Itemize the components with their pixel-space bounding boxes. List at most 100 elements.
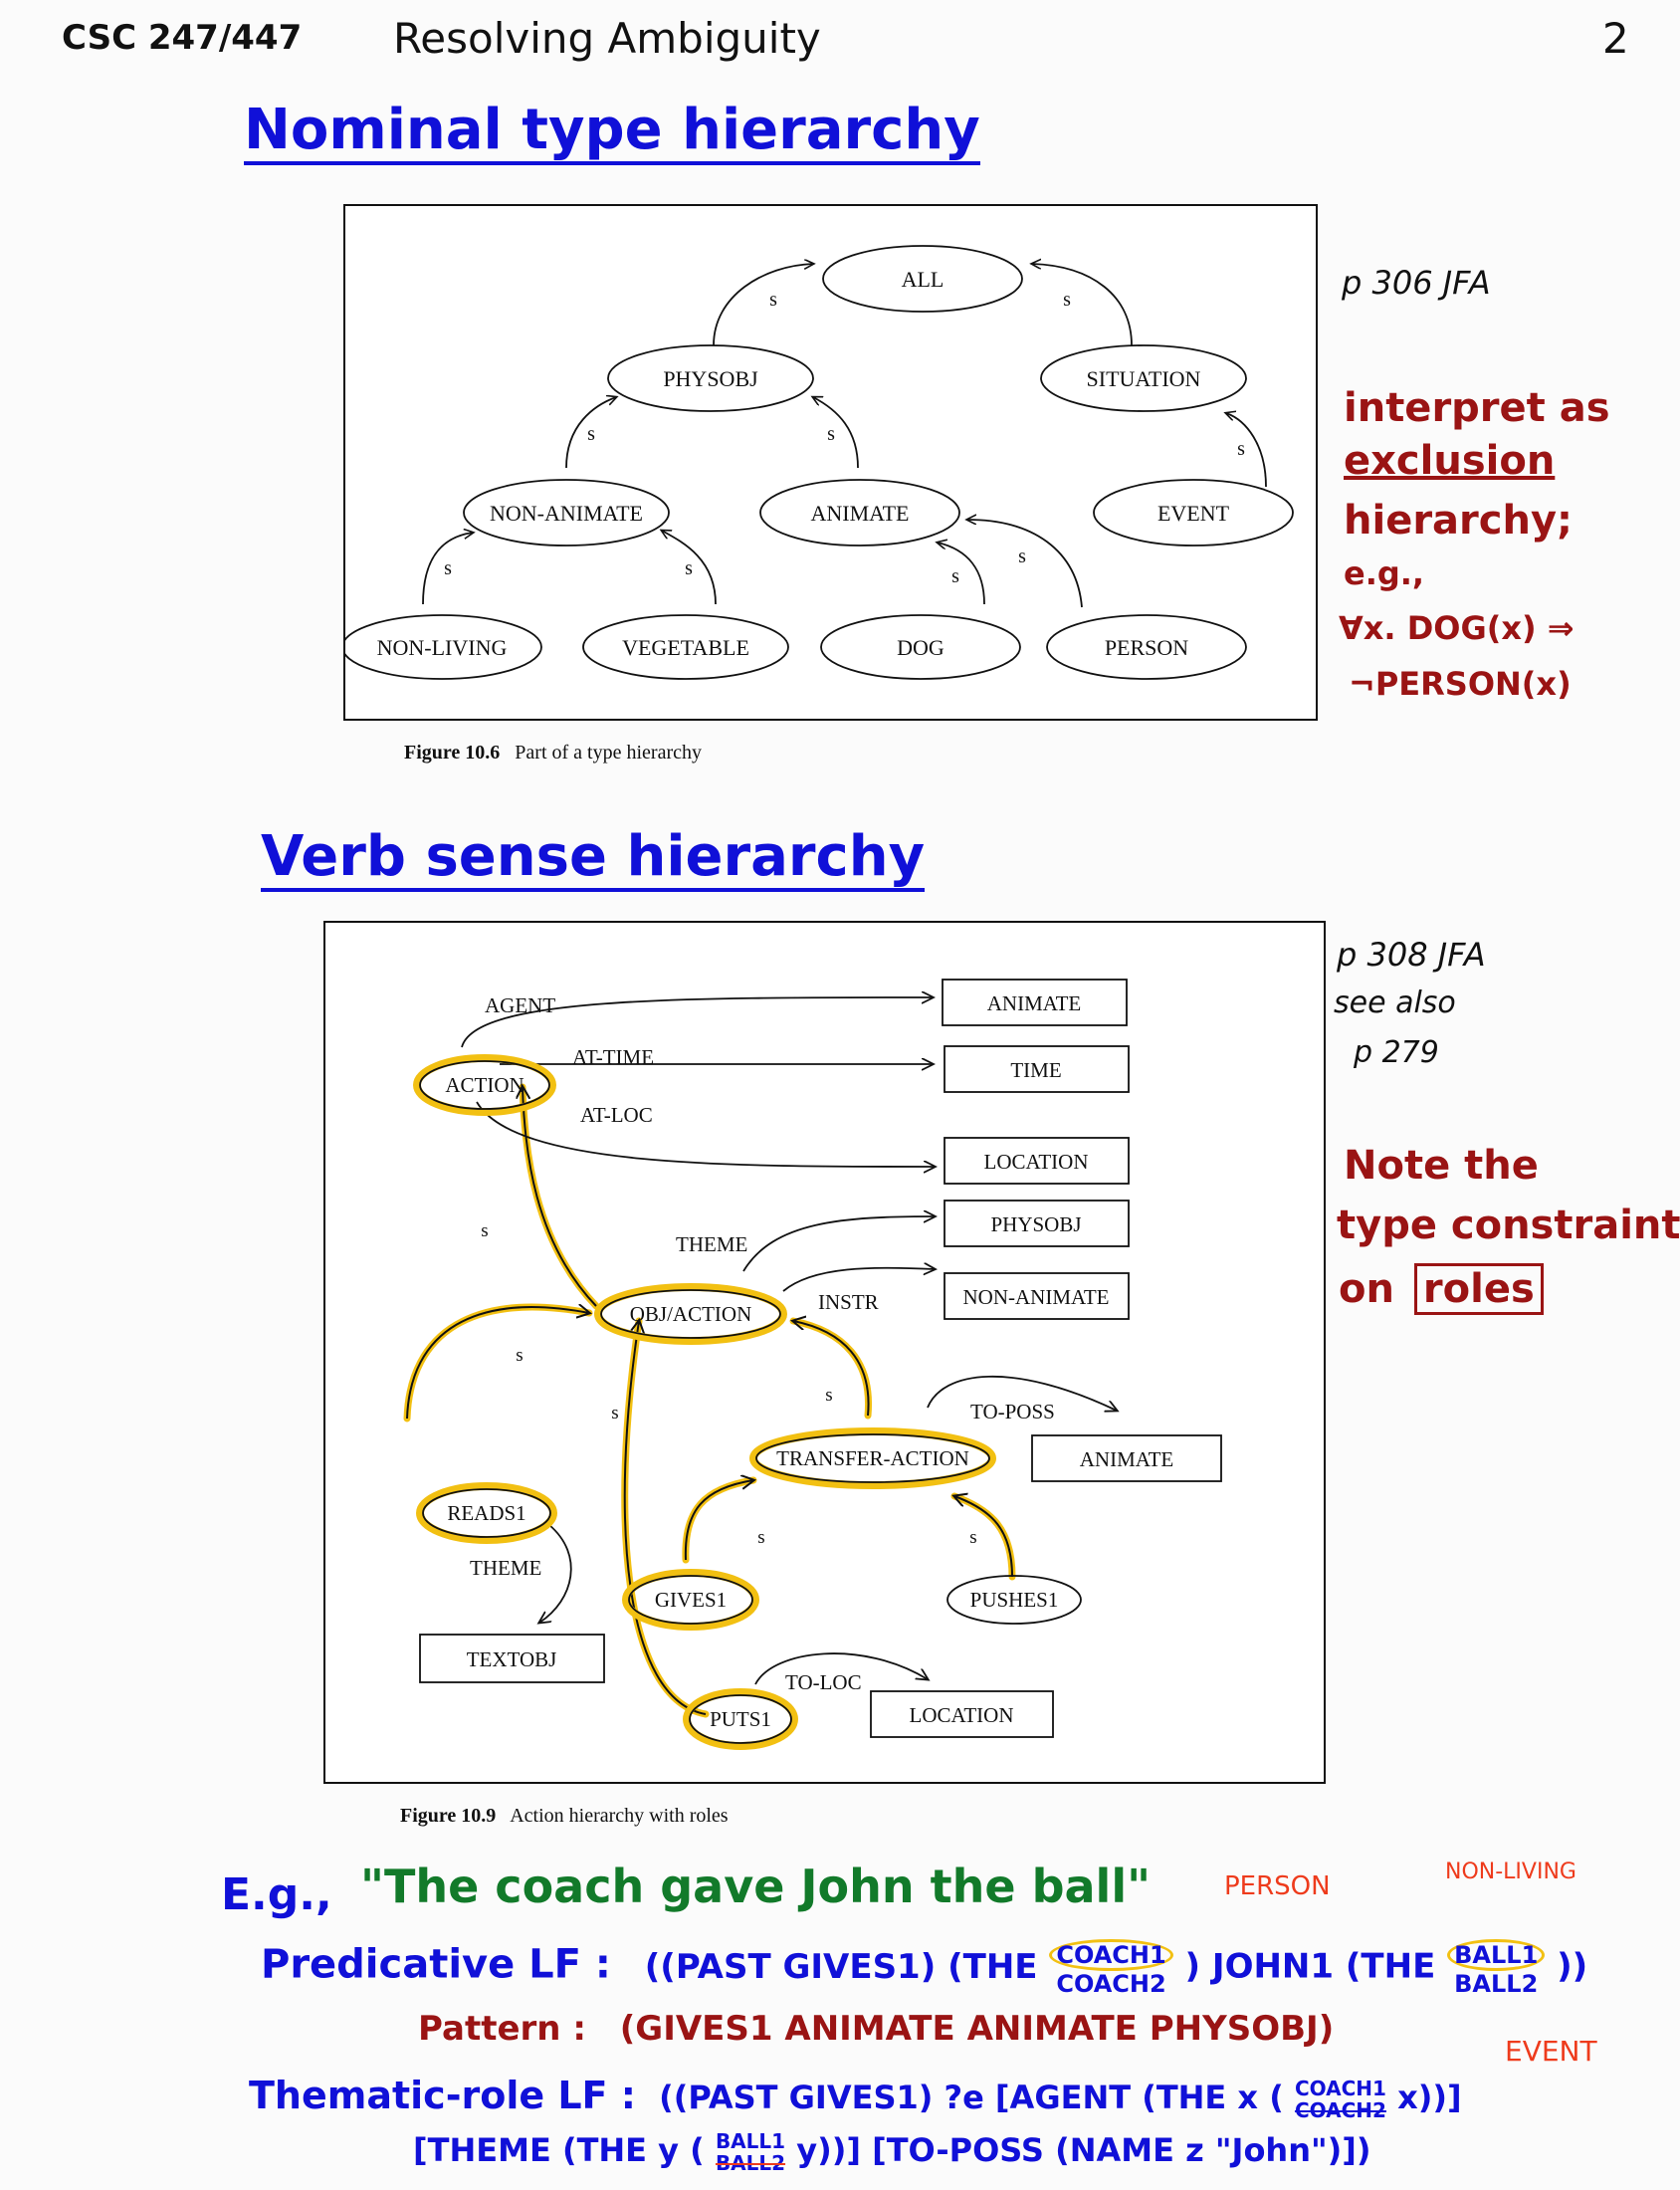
edge-label-s: s bbox=[1063, 289, 1071, 311]
plf-coach2: COACH2 bbox=[1056, 1970, 1166, 1998]
note-page-ref-2: p 279 bbox=[1354, 1035, 1439, 1070]
figure-action-hierarchy: ACTION OBJ/ACTION TRANSFER-ACTION READS1… bbox=[323, 921, 1326, 1784]
note-line-2: exclusion bbox=[1344, 438, 1556, 484]
role-agent: AGENT bbox=[485, 993, 555, 1017]
predicative-lf-line: Predicative LF : ((PAST GIVES1) (THE COA… bbox=[261, 1939, 1587, 1997]
section-title-verb: Verb sense hierarchy bbox=[261, 826, 926, 892]
plf-label: Predicative LF : bbox=[261, 1941, 611, 1988]
node-non-animate: NON-ANIMATE bbox=[490, 501, 643, 526]
plf-part-c: )) bbox=[1557, 1946, 1588, 1987]
trlf-coach-alts: COACH1 COACH2 bbox=[1295, 2078, 1386, 2121]
note-type-constraints-1: Note the bbox=[1344, 1143, 1539, 1189]
box-animate: ANIMATE bbox=[987, 991, 1082, 1015]
edge-label-s: s bbox=[827, 423, 835, 445]
trlf-part-b: x))] bbox=[1397, 2079, 1462, 2116]
node-all: ALL bbox=[902, 267, 945, 292]
caption-number: Figure 10.6 bbox=[404, 742, 501, 764]
figure-caption-10-6: Figure 10.6 Part of a type hierarchy bbox=[404, 742, 702, 765]
plf-part-a: ((PAST GIVES1) (THE bbox=[644, 1946, 1038, 1987]
edge-label-s: s bbox=[1237, 438, 1245, 460]
box-location-2: LOCATION bbox=[910, 1703, 1014, 1727]
edge-label-s: s bbox=[481, 1220, 488, 1241]
box-physobj: PHYSOBJ bbox=[990, 1212, 1081, 1236]
edge-label-s: s bbox=[757, 1527, 764, 1548]
trlf2-ball-alts: BALL1 BALL2 bbox=[716, 2130, 785, 2174]
edge-label-s: s bbox=[685, 557, 693, 579]
plf-ball1: BALL1 bbox=[1447, 1939, 1546, 1971]
lecture-topic: Resolving Ambiguity bbox=[393, 14, 821, 63]
course-code: CSC 247/447 bbox=[62, 18, 303, 58]
trlf-label: Thematic-role LF : bbox=[249, 2074, 636, 2117]
note-type-constraints-3: on roles bbox=[1339, 1263, 1544, 1315]
edge-label-s: s bbox=[825, 1385, 832, 1406]
node-non-living: NON-LIVING bbox=[377, 635, 508, 660]
edge-label-s: s bbox=[951, 565, 959, 587]
note-line-1: interpret as bbox=[1344, 385, 1610, 431]
note-roles-boxed: roles bbox=[1413, 1263, 1544, 1315]
node-event: EVENT bbox=[1157, 501, 1230, 526]
edge-label-s: s bbox=[587, 423, 595, 445]
plf-coach1: COACH1 bbox=[1049, 1939, 1173, 1971]
node-puts1: PUTS1 bbox=[710, 1707, 771, 1731]
role-at-loc: AT-LOC bbox=[580, 1103, 653, 1127]
trlf2-part-b: y))] [TO-POSS (NAME z "John")]) bbox=[796, 2131, 1371, 2169]
note-type-constraints-2: type constraints bbox=[1337, 1203, 1680, 1248]
note-line-4: e.g., bbox=[1344, 554, 1425, 592]
trlf-coach2: COACH2 bbox=[1294, 2098, 1386, 2122]
node-situation: SITUATION bbox=[1087, 366, 1201, 391]
plf-ball-alts: BALL1 BALL2 bbox=[1447, 1939, 1546, 1998]
node-obj-action: OBJ/ACTION bbox=[630, 1302, 752, 1326]
note-see-also: see also bbox=[1334, 986, 1456, 1020]
figure-caption-10-9: Figure 10.9 Action hierarchy with roles bbox=[400, 1805, 729, 1828]
node-dog: DOG bbox=[897, 635, 945, 660]
note-line-6: ¬PERSON(x) bbox=[1349, 665, 1572, 703]
type-hierarchy-diagram: ALL PHYSOBJ SITUATION NON-ANIMATE ANIMAT… bbox=[341, 245, 1294, 680]
note-line-3: hierarchy; bbox=[1344, 498, 1574, 544]
role-to-loc: TO-LOC bbox=[785, 1670, 862, 1694]
trlf2-ball1: BALL1 bbox=[715, 2129, 786, 2153]
note-line-5: ∀x. DOG(x) ⇒ bbox=[1339, 609, 1575, 647]
page-number: 2 bbox=[1602, 14, 1629, 63]
plf-part-b: ) JOHN1 (THE bbox=[1184, 1946, 1436, 1987]
box-textobj: TEXTOBJ bbox=[467, 1647, 557, 1671]
edge-label-s: s bbox=[444, 557, 452, 579]
edge-label-s: s bbox=[516, 1345, 523, 1366]
section-title-nominal: Nominal type hierarchy bbox=[244, 100, 980, 165]
caption-text: Action hierarchy with roles bbox=[510, 1805, 729, 1827]
node-person: PERSON bbox=[1105, 635, 1188, 660]
node-physobj: PHYSOBJ bbox=[663, 366, 758, 391]
node-gives1: GIVES1 bbox=[655, 1588, 727, 1612]
node-pushes1: PUSHES1 bbox=[970, 1588, 1059, 1612]
note-page-ref: p 306 JFA bbox=[1342, 264, 1491, 302]
note-on: on bbox=[1339, 1266, 1394, 1312]
box-time: TIME bbox=[1010, 1058, 1061, 1082]
role-instr: INSTR bbox=[818, 1290, 879, 1314]
node-action: ACTION bbox=[445, 1073, 524, 1097]
box-location: LOCATION bbox=[984, 1150, 1089, 1174]
example-eg: E.g., bbox=[221, 1869, 332, 1920]
box-animate-2: ANIMATE bbox=[1080, 1447, 1174, 1471]
pattern-label: Pattern : bbox=[418, 2009, 586, 2049]
annotation-non-living: NON-LIVING bbox=[1445, 1860, 1576, 1884]
edge-label-s: s bbox=[769, 289, 777, 311]
role-theme-2: THEME bbox=[470, 1556, 541, 1580]
box-non-animate: NON-ANIMATE bbox=[963, 1285, 1110, 1309]
figure-type-hierarchy: ALL PHYSOBJ SITUATION NON-ANIMATE ANIMAT… bbox=[341, 204, 1318, 721]
node-transfer-action: TRANSFER-ACTION bbox=[776, 1446, 969, 1470]
plf-ball2: BALL2 bbox=[1454, 1970, 1539, 1998]
annotation-event: EVENT bbox=[1505, 2035, 1597, 2068]
role-at-time: AT-TIME bbox=[572, 1045, 654, 1069]
pattern-text: (GIVES1 ANIMATE ANIMATE PHYSOBJ) bbox=[619, 2009, 1335, 2049]
plf-coach-alts: COACH1 COACH2 bbox=[1049, 1939, 1173, 1998]
trlf2-ball2: BALL2 bbox=[715, 2151, 786, 2175]
thematic-lf-line-2: [THEME (THE y ( BALL1 BALL2 y))] [TO-POS… bbox=[413, 2130, 1371, 2174]
edge-label-s: s bbox=[1018, 546, 1026, 567]
role-theme: THEME bbox=[676, 1232, 747, 1256]
annotation-person: PERSON bbox=[1224, 1871, 1331, 1901]
pattern-line: Pattern : (GIVES1 ANIMATE ANIMATE PHYSOB… bbox=[418, 2009, 1334, 2049]
example-sentence: "The coach gave John the ball" bbox=[360, 1860, 1152, 1913]
caption-text: Part of a type hierarchy bbox=[515, 742, 702, 764]
action-hierarchy-diagram: ACTION OBJ/ACTION TRANSFER-ACTION READS1… bbox=[403, 979, 1222, 1750]
node-vegetable: VEGETABLE bbox=[622, 635, 749, 660]
role-to-poss: TO-POSS bbox=[970, 1400, 1055, 1424]
